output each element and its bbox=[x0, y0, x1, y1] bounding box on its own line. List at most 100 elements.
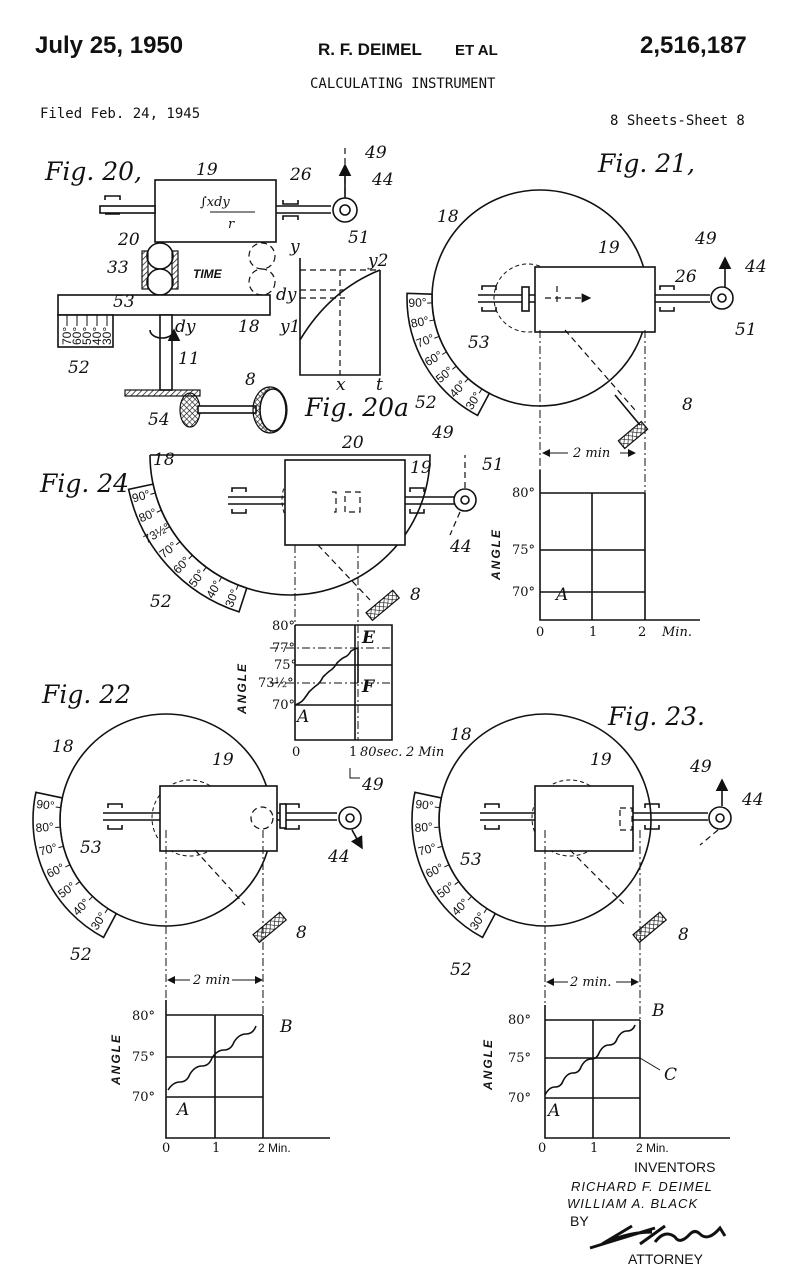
dy-label: dy bbox=[175, 317, 196, 337]
integrator-box-19 bbox=[534, 785, 634, 852]
point-a: A bbox=[175, 1100, 189, 1120]
ref-52: 52 bbox=[415, 393, 437, 413]
fig24-chart: ANGLE 80° 77° 75° 73½° 70° 0 1 80sec. 2 … bbox=[235, 619, 444, 795]
x-tick: 1 bbox=[589, 625, 597, 640]
scale-label: 70° bbox=[38, 840, 59, 858]
ref-44: 44 bbox=[327, 847, 350, 867]
scale-label: 90° bbox=[415, 797, 435, 813]
pointer-44 bbox=[350, 829, 363, 850]
ref-44: 44 bbox=[744, 257, 767, 277]
x-tick: 1 bbox=[212, 1141, 220, 1156]
scale-label: 80° bbox=[414, 820, 433, 835]
x-tick: 80sec. bbox=[360, 745, 402, 760]
attorney-signature bbox=[589, 1224, 727, 1250]
x-tick: 2 bbox=[638, 625, 646, 640]
fig21-chart: 2 min ANGLE 80° 75° 70° 0 1 2 Min. A bbox=[489, 445, 700, 640]
scale-label: 80° bbox=[410, 313, 431, 330]
fig20a-title: Fig. 20a bbox=[304, 393, 409, 422]
scale-tick bbox=[175, 541, 181, 546]
patent-number: 2,516,187 bbox=[640, 32, 747, 59]
ref-52: 52 bbox=[68, 358, 90, 378]
ref-53: 53 bbox=[468, 333, 490, 353]
scale-label: 70° bbox=[414, 331, 436, 351]
patent-title: CALCULATING INSTRUMENT bbox=[310, 76, 496, 92]
figure-24: Fig. 24, 90°80°73½°70°60°50°40°30° 18 20… bbox=[39, 423, 504, 795]
dy-label: dy bbox=[276, 285, 297, 305]
x-tick: 2 Min bbox=[405, 745, 444, 760]
bevel-gear bbox=[338, 806, 362, 830]
ref-51: 51 bbox=[735, 320, 757, 340]
scale-tick bbox=[483, 908, 488, 914]
angle-trace bbox=[544, 1024, 636, 1096]
scale-tick bbox=[441, 351, 447, 355]
scale-label: 40° bbox=[90, 327, 104, 345]
roller bbox=[146, 242, 174, 270]
bevel-gear-51 bbox=[710, 286, 734, 310]
ref-51: 51 bbox=[348, 228, 370, 248]
scale-tick bbox=[104, 908, 109, 914]
integrator-box-19 bbox=[159, 785, 278, 852]
wheel bbox=[179, 392, 201, 428]
y-axis-label: ANGLE bbox=[235, 662, 249, 715]
by-label: BY bbox=[570, 1213, 589, 1229]
y-axis-label: ANGLE bbox=[489, 528, 503, 581]
scale-label: 90° bbox=[36, 797, 56, 813]
fig20-title: Fig. 20, bbox=[44, 157, 142, 186]
scale-tick bbox=[235, 584, 239, 590]
ref-52: 52 bbox=[450, 960, 472, 980]
degree-scale-52 bbox=[32, 791, 118, 939]
scale-tick bbox=[437, 845, 443, 849]
y-tick: 75° bbox=[512, 543, 535, 558]
angle-trace bbox=[294, 646, 359, 706]
point-b: B bbox=[651, 1001, 665, 1021]
span-label: 2 min bbox=[192, 973, 230, 988]
y-tick: 80° bbox=[508, 1013, 531, 1028]
ref-49: 49 bbox=[364, 143, 387, 163]
ref-18: 18 bbox=[238, 317, 260, 337]
ref-44: 44 bbox=[449, 537, 472, 557]
roller-frame-33 bbox=[141, 250, 149, 290]
scale-tick bbox=[464, 378, 469, 383]
scale-tick bbox=[429, 319, 435, 322]
scale-tick bbox=[150, 492, 156, 495]
t-label: t bbox=[376, 375, 383, 395]
scale-tick bbox=[75, 881, 81, 885]
ref-19: 19 bbox=[212, 750, 234, 770]
fig24-title: Fig. 24, bbox=[39, 469, 137, 498]
y-tick: 80° bbox=[272, 619, 295, 634]
scale-tick bbox=[434, 335, 440, 339]
handwheel-8 bbox=[252, 911, 288, 944]
attorney-label: ATTORNEY bbox=[628, 1251, 704, 1267]
ref-18: 18 bbox=[153, 450, 175, 470]
time-label: TIME bbox=[193, 267, 223, 281]
bevel-gear-51 bbox=[453, 488, 477, 512]
scale-label: 50° bbox=[80, 327, 94, 345]
scale-tick bbox=[188, 554, 193, 560]
scale-tick bbox=[55, 806, 61, 809]
ref-19: 19 bbox=[598, 238, 620, 258]
ref-52: 52 bbox=[150, 592, 172, 612]
ref-51: 51 bbox=[482, 455, 504, 475]
scale-label: 80° bbox=[137, 505, 159, 525]
x-tick: 2 Min. bbox=[636, 1141, 669, 1155]
degree-scale-52 bbox=[127, 483, 248, 613]
patent-date: July 25, 1950 bbox=[35, 32, 183, 59]
x-tick: 1 bbox=[349, 745, 357, 760]
left-shaft bbox=[99, 205, 156, 214]
y-tick: 80° bbox=[512, 486, 535, 501]
scale-label: 60° bbox=[70, 327, 84, 345]
ref-18: 18 bbox=[450, 725, 472, 745]
ref-49: 49 bbox=[431, 423, 454, 443]
y-tick: 75° bbox=[508, 1051, 531, 1066]
fig23-chart: 2 min. ANGLE 80° 75° 70° 0 1 2 Min. A B … bbox=[481, 974, 730, 1156]
point-a: A bbox=[554, 585, 568, 605]
y-axis-label: y bbox=[289, 237, 300, 257]
ref-19: 19 bbox=[410, 458, 432, 478]
formula-denominator: r bbox=[228, 217, 235, 232]
x-tick: 2 Min. bbox=[258, 1141, 291, 1155]
integrator-box-19 bbox=[154, 179, 277, 243]
ref-18: 18 bbox=[437, 207, 459, 227]
scale-label: 70° bbox=[417, 840, 438, 858]
fig22-chart: 2 min ANGLE 80° 75° 70° 0 1 2 Min. A B bbox=[109, 972, 330, 1156]
y-tick: 80° bbox=[132, 1009, 155, 1024]
